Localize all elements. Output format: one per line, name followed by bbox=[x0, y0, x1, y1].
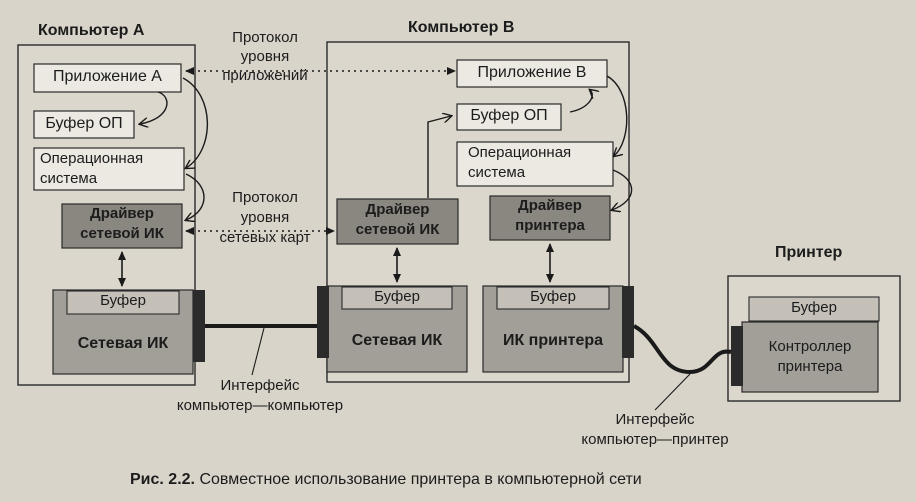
app-protocol-label-line3: приложений bbox=[222, 67, 308, 84]
printer-port bbox=[731, 326, 743, 386]
nic-b-buffer-box bbox=[341, 286, 453, 310]
os-b-box bbox=[456, 141, 614, 187]
cc-interface-leader bbox=[251, 327, 265, 376]
net-driver-b-label-line2: сетевой ИК bbox=[355, 221, 440, 238]
os-a-box bbox=[33, 147, 185, 191]
printer-controller-label-line1: Контроллер bbox=[768, 338, 852, 355]
nic-a-port bbox=[193, 290, 205, 362]
printer-driver-b-label-line2: принтера bbox=[515, 217, 585, 234]
nic-a-buffer-label: Буфер bbox=[100, 292, 146, 309]
app-protocol-label-line2: уровня bbox=[240, 48, 290, 65]
cp-interface-label-line1: Интерфейс bbox=[615, 411, 695, 428]
net-driver-b-box bbox=[336, 198, 459, 245]
figure-caption-text: Совместное использование принтера в комп… bbox=[199, 471, 642, 488]
app-a-label: Приложение А bbox=[53, 68, 162, 85]
driver-a-label-line1: Драйвер bbox=[90, 205, 154, 222]
printer-buffer-box bbox=[748, 296, 880, 322]
nic-a-label: Сетевая ИК bbox=[77, 335, 169, 352]
printer-ic-label: ИК принтера bbox=[502, 332, 604, 349]
buffer-op-b-box bbox=[456, 103, 562, 131]
nic-b-port bbox=[317, 286, 329, 358]
printer-controller-box bbox=[741, 321, 879, 393]
os-b-to-printer-driver-flow bbox=[612, 169, 633, 210]
buffer-op-b-label: Буфер ОП bbox=[470, 107, 548, 124]
nic-b-buffer-label: Буфер bbox=[374, 288, 420, 305]
app-protocol-label-line1: Протокол bbox=[232, 29, 298, 46]
printer-title: Принтер bbox=[775, 244, 843, 261]
computer-a-title: Компьютер А bbox=[38, 22, 145, 39]
app-a-to-buffer-flow bbox=[140, 91, 168, 124]
os-a-label-line1: Операционная bbox=[40, 150, 144, 167]
cp-interface-leader bbox=[654, 373, 691, 411]
driver-a-box bbox=[61, 203, 183, 249]
printer-ic-port bbox=[622, 286, 634, 358]
net-driver-b-to-buffer-flow bbox=[427, 116, 451, 198]
cp-interface-label-line2: компьютер—принтер bbox=[581, 431, 729, 448]
computer-printer-cable bbox=[632, 324, 732, 375]
app-b-to-os-flow bbox=[606, 75, 628, 156]
printer-driver-b-box bbox=[489, 195, 611, 241]
printer-buffer-label: Буфер bbox=[791, 299, 837, 316]
app-a-to-os-flow bbox=[182, 77, 209, 168]
cc-interface-label-line1: Интерфейс bbox=[220, 377, 300, 394]
app-a-box bbox=[33, 63, 182, 93]
buffer-b-to-app-flow bbox=[569, 90, 592, 113]
nic-a-buffer-box bbox=[66, 290, 180, 315]
printer-ic-buffer-label: Буфер bbox=[530, 288, 576, 305]
computer-b-title: Компьютер В bbox=[408, 19, 515, 36]
buffer-op-a-label: Буфер ОП bbox=[45, 115, 123, 132]
net-protocol-label-line3: сетевых карт bbox=[219, 229, 311, 246]
driver-a-label-line2: сетевой ИК bbox=[80, 225, 164, 242]
figure-caption-label: Рис. 2.2. bbox=[130, 471, 195, 488]
os-b-label-line1: Операционная bbox=[468, 144, 572, 161]
net-protocol-label-line1: Протокол bbox=[232, 189, 298, 206]
figure-caption: Рис. 2.2. Совместное использование принт… bbox=[130, 471, 642, 489]
os-a-to-driver-flow bbox=[186, 173, 205, 220]
net-driver-b-label-line1: Драйвер bbox=[365, 201, 430, 218]
os-b-label-line2: система bbox=[468, 164, 526, 181]
cc-interface-label-line2: компьютер—компьютер bbox=[176, 397, 344, 414]
printer-driver-b-label-line1: Драйвер bbox=[518, 197, 582, 214]
app-b-label: Приложение В bbox=[477, 64, 587, 81]
os-a-label-line2: система bbox=[40, 170, 98, 187]
buffer-op-a-box bbox=[33, 110, 135, 139]
net-protocol-label-line2: уровня bbox=[240, 209, 290, 226]
printer-ic-buffer-box bbox=[496, 286, 610, 310]
printer-controller-label-line2: принтера bbox=[777, 358, 843, 375]
app-b-box bbox=[456, 59, 608, 88]
nic-b-label: Сетевая ИК bbox=[351, 332, 443, 349]
